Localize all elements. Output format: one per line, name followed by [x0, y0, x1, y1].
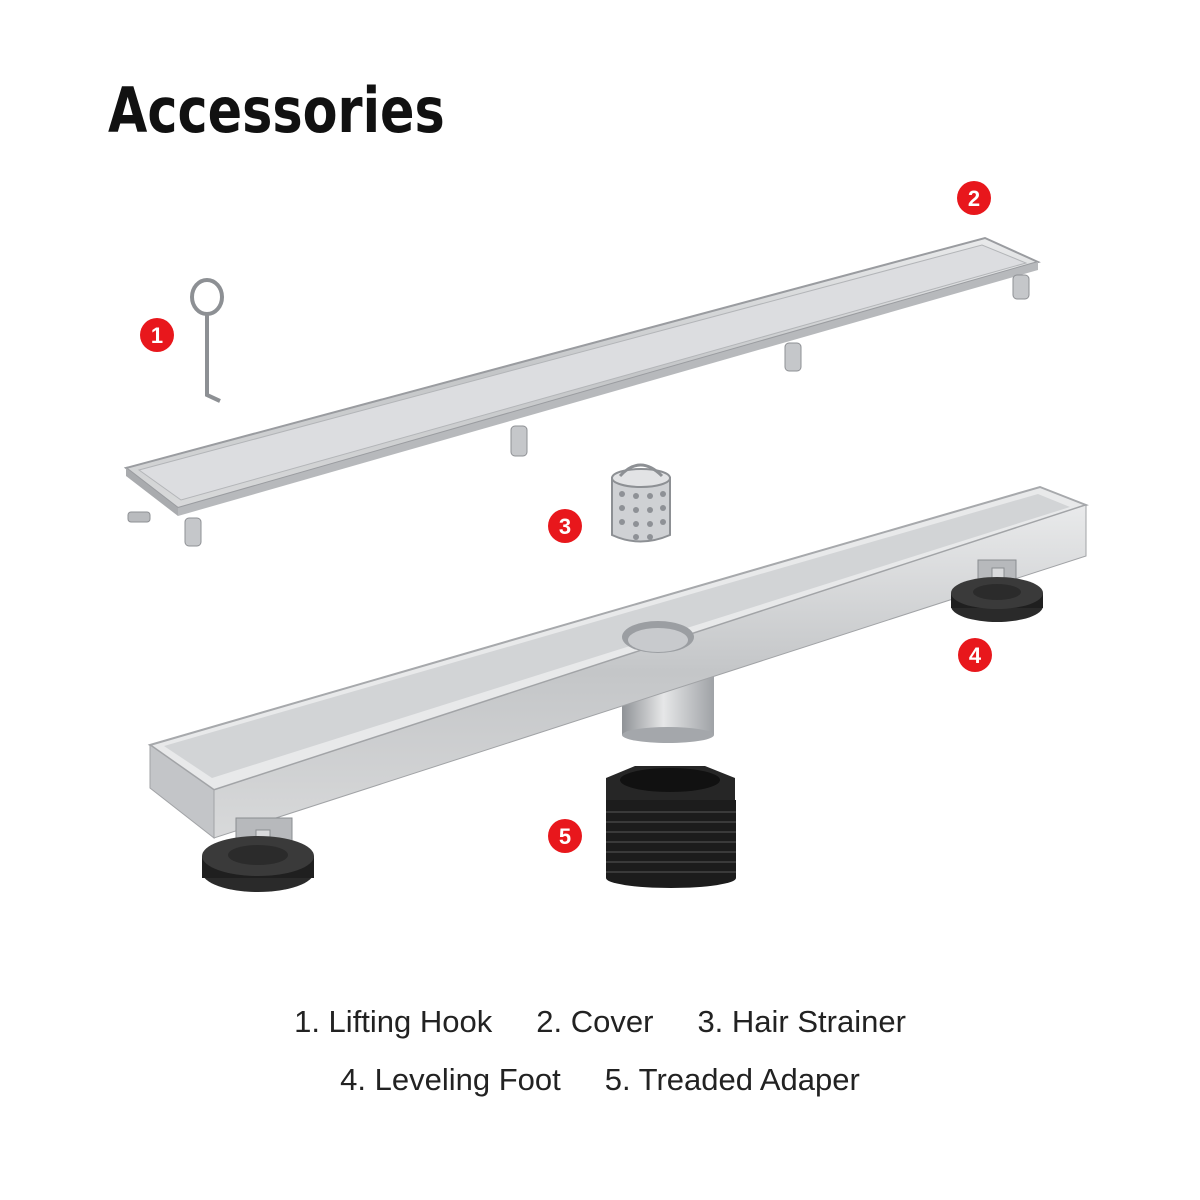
badge-5: 5: [548, 819, 582, 853]
accessories-illustration: 1 2 3 4 5: [123, 181, 1089, 892]
drain-channel-icon: [147, 485, 1089, 892]
caption-row-1: 1. Lifting Hook 2. Cover 3. Hair Straine…: [0, 1004, 1200, 1040]
badge-1: 1: [140, 318, 174, 352]
caption-hair-strainer: 3. Hair Strainer: [697, 1004, 906, 1039]
badge-5-label: 5: [559, 824, 571, 849]
caption-threaded-adapter: 5. Treaded Adaper: [604, 1062, 860, 1097]
lifting-hook-icon: [190, 278, 224, 403]
hair-strainer-icon: [611, 463, 671, 543]
badge-2: 2: [957, 181, 991, 215]
badge-1-label: 1: [151, 323, 163, 348]
badge-3-label: 3: [559, 514, 571, 539]
page-title: Accessories: [108, 74, 445, 147]
badge-3: 3: [548, 509, 582, 543]
threaded-adapter-icon: [606, 766, 736, 888]
caption-lifting-hook: 1. Lifting Hook: [294, 1004, 493, 1039]
badge-4: 4: [958, 638, 992, 672]
caption-leveling-foot: 4. Leveling Foot: [340, 1062, 561, 1097]
caption-cover: 2. Cover: [536, 1004, 654, 1039]
drain-cover-icon: [123, 236, 1041, 547]
badge-2-label: 2: [968, 186, 980, 211]
caption-row-2: 4. Leveling Foot 5. Treaded Adaper: [0, 1062, 1200, 1098]
badge-4-label: 4: [969, 643, 982, 668]
